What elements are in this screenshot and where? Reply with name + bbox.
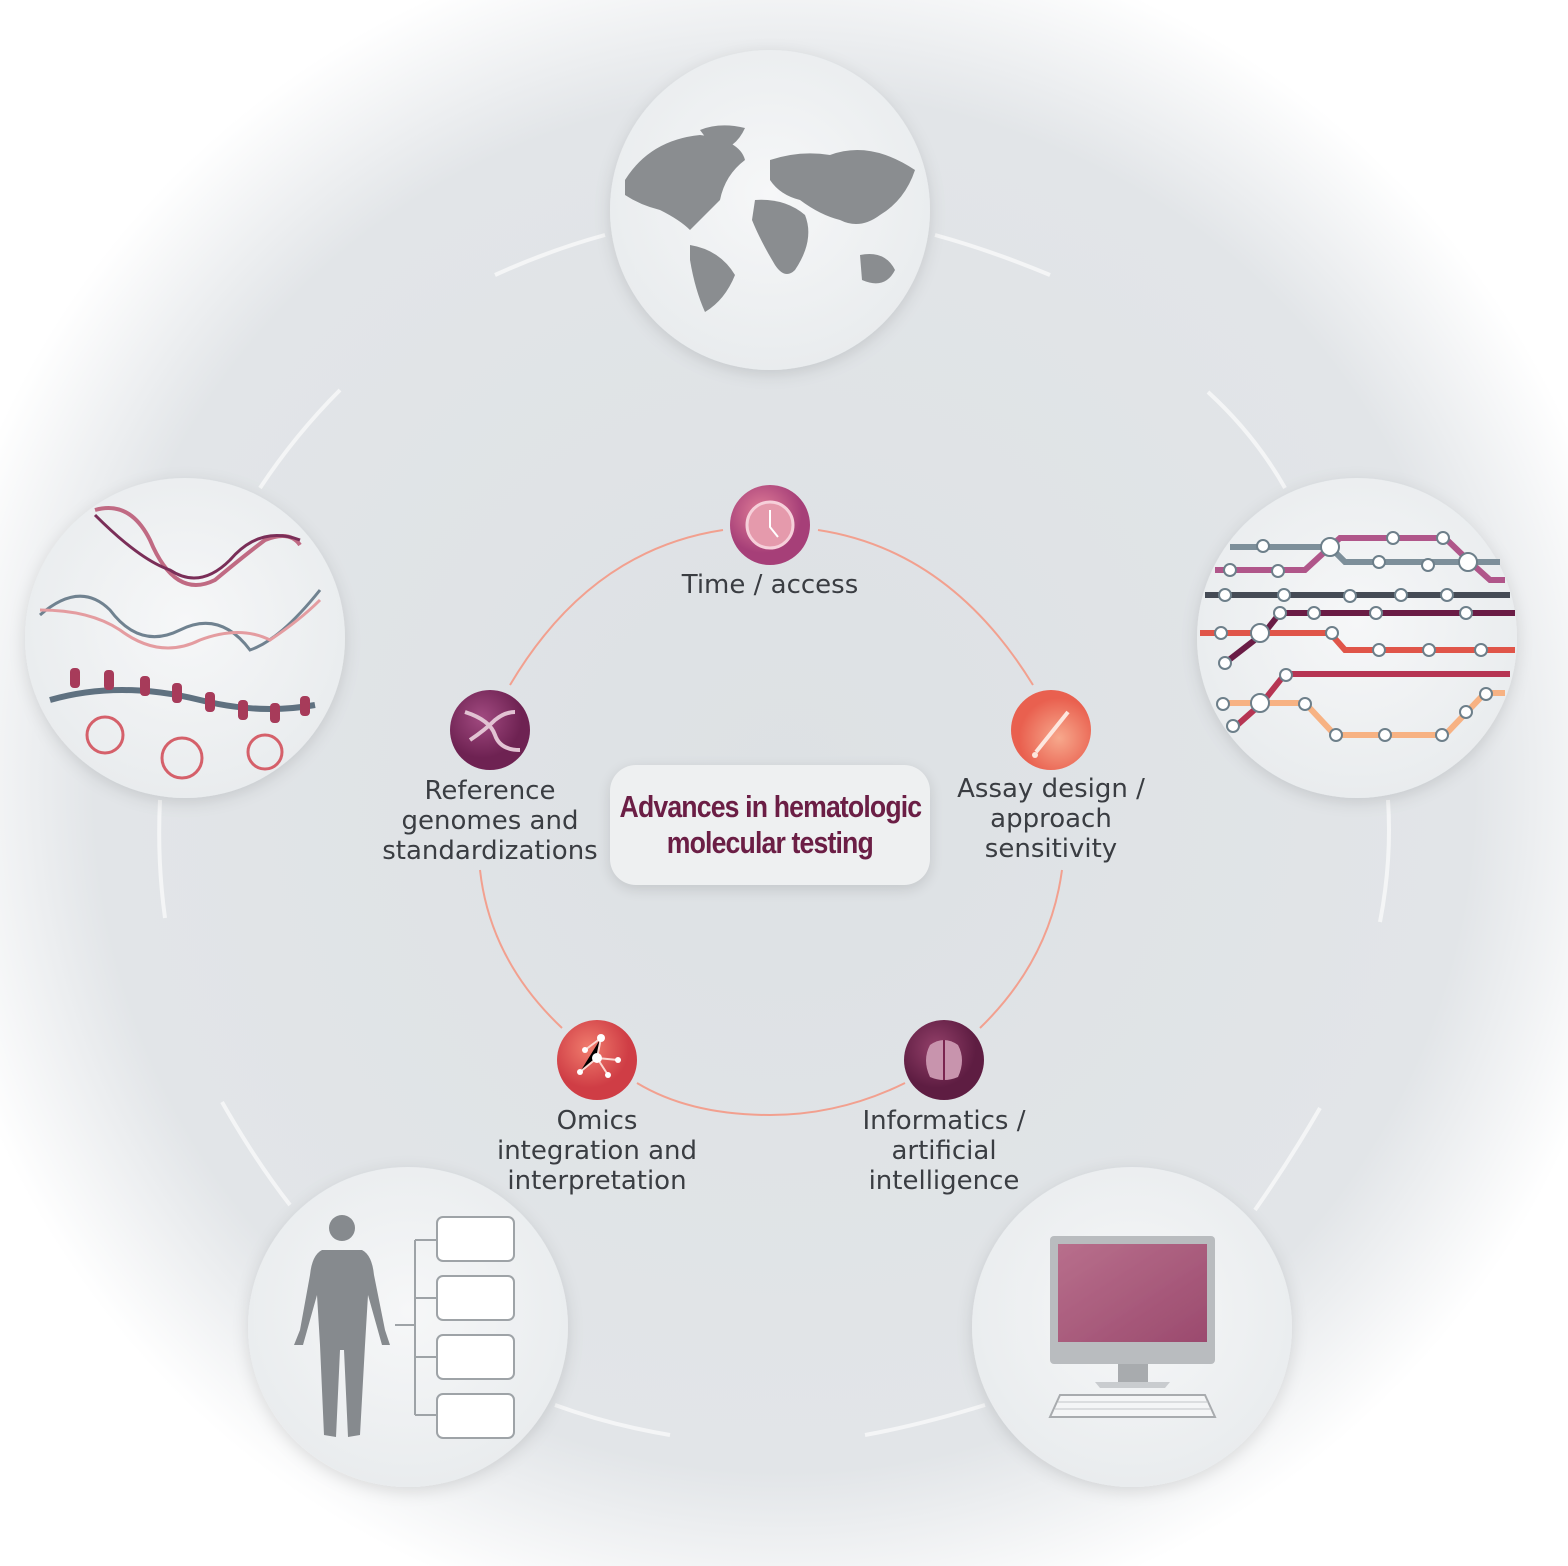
factor-label-informatics: Informatics / artificial intelligence xyxy=(814,1106,1074,1196)
label-line: Time / access xyxy=(681,570,859,600)
center-title-box: Advances in hematologic molecular testin… xyxy=(610,765,930,885)
label-line: Omics xyxy=(556,1106,638,1136)
center-title-line-1: Advances in hematologic xyxy=(619,789,922,824)
label-line: interpretation xyxy=(507,1166,687,1196)
label-line: Reference xyxy=(424,776,556,806)
pipette-icon xyxy=(1011,690,1091,770)
dna-chromatin-icon xyxy=(25,478,345,798)
label-line: integration and xyxy=(496,1136,697,1166)
metro-lines-icon xyxy=(1197,478,1517,798)
computer-icon xyxy=(972,1167,1292,1487)
label-line: approach xyxy=(990,804,1112,834)
dna-icon xyxy=(450,690,530,770)
human-body-icon xyxy=(248,1167,568,1487)
label-line: Assay design / xyxy=(957,774,1145,804)
factor-label-omics: Omics integration and interpretation xyxy=(467,1106,727,1196)
label-line: standardizations xyxy=(382,836,598,866)
world-map-icon xyxy=(610,50,930,370)
label-line: sensitivity xyxy=(984,834,1118,864)
label-line: Informatics / xyxy=(862,1106,1026,1136)
outer-ring xyxy=(157,233,1391,1437)
center-title-line-2: molecular testing xyxy=(666,825,874,860)
factor-label-reference-genomes: Reference genomes and standardizations xyxy=(360,776,620,866)
network-icon xyxy=(557,1020,637,1100)
inner-ring xyxy=(479,529,1063,1117)
clock-icon xyxy=(730,485,810,565)
label-line: genomes and xyxy=(401,806,579,836)
factor-label-assay-design: Assay design / approach sensitivity xyxy=(921,774,1181,864)
label-line: artificial xyxy=(891,1136,997,1166)
brain-icon xyxy=(904,1020,984,1100)
factor-label-time-access: Time / access xyxy=(640,570,900,600)
label-line: intelligence xyxy=(868,1166,1020,1196)
